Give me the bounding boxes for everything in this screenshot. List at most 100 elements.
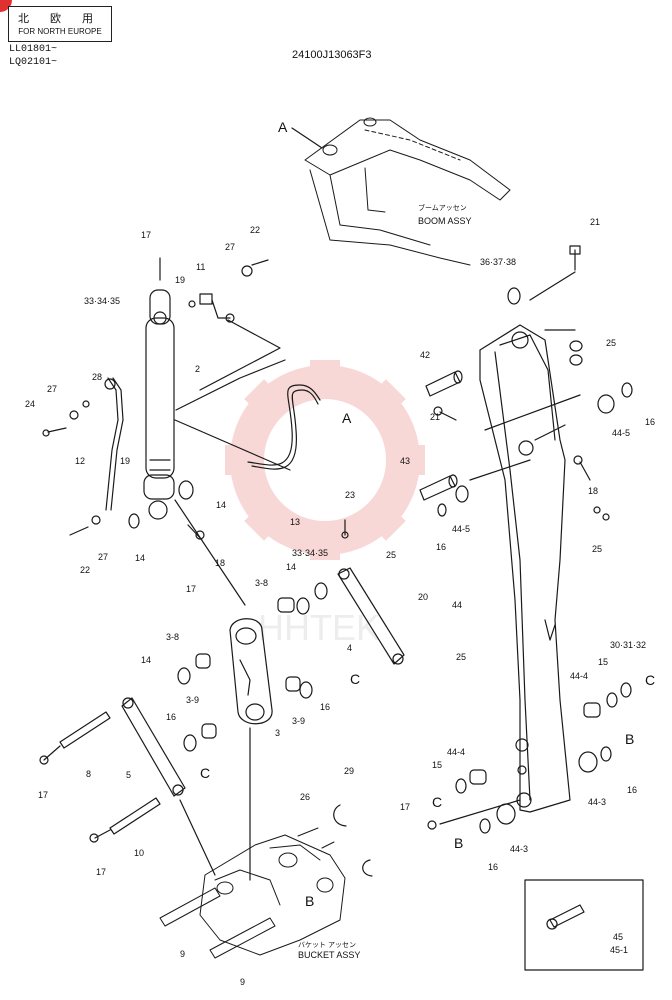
watermark-text: HHTEK (258, 607, 380, 648)
region-jp-label: 北 欧 用 (17, 13, 103, 25)
boom-en: BOOM ASSY (418, 216, 472, 226)
arm-cylinder (143, 257, 246, 606)
callout-9b: 9 (240, 977, 245, 987)
ref-b-3: B (305, 893, 314, 909)
ref-c-3: C (200, 765, 210, 781)
callout-28: 28 (92, 372, 102, 382)
callout-12: 12 (75, 456, 85, 466)
callout-5: 5 (126, 770, 131, 780)
callout-24: 24 (25, 399, 35, 409)
callout-19a: 19 (175, 275, 185, 285)
callout-21a: 21 (590, 217, 600, 227)
callout-443a: 44-3 (588, 797, 606, 807)
callout-21b: 21 (430, 412, 440, 422)
callout-42: 42 (420, 350, 430, 360)
callout-44: 44 (452, 600, 462, 610)
bucket-assembly (159, 827, 346, 959)
leader-cyl-3 (199, 319, 281, 391)
ref-c-4: C (432, 794, 442, 810)
callout-45-1: 45-1 (610, 945, 628, 955)
bolt-22-left (69, 515, 101, 536)
arm-hardware (469, 245, 633, 521)
callout-38b: 3-8 (166, 632, 179, 642)
callout-27c: 27 (98, 552, 108, 562)
callout-445b: 44-5 (452, 524, 470, 534)
callout-9a: 9 (180, 949, 185, 959)
callout-303132: 30·31·32 (610, 640, 646, 650)
callout-25a: 25 (606, 338, 616, 348)
callout-444b: 44-4 (447, 747, 465, 757)
callout-363738: 36·37·38 (480, 257, 516, 267)
callout-3: 3 (275, 728, 280, 738)
callout-43: 43 (400, 456, 410, 466)
pin-8 (39, 711, 111, 765)
boom-jp: ブームアッセン (418, 203, 467, 212)
callout-38a: 3-8 (255, 578, 268, 588)
callout-16f: 16 (488, 862, 498, 872)
callout-39a: 3-9 (186, 695, 199, 705)
callout-333435a: 33·34·35 (84, 296, 120, 306)
callout-443b: 44-3 (510, 844, 528, 854)
callout-18b: 18 (588, 486, 598, 496)
fitting-11 (188, 293, 235, 323)
pin-42 (425, 370, 463, 397)
callout-14d: 14 (141, 655, 151, 665)
ref-c-2: C (645, 672, 655, 688)
pin-45 (546, 904, 585, 930)
callout-19b: 19 (120, 456, 130, 466)
callout-17d: 17 (400, 802, 410, 812)
bucket-en: BUCKET ASSY (298, 950, 360, 960)
document-number: 24100J13063F3 (292, 49, 372, 61)
callout-17e: 17 (96, 867, 106, 877)
callout-444a: 44-4 (570, 671, 588, 681)
callout-25c: 25 (386, 550, 396, 560)
callout-23: 23 (345, 490, 355, 500)
callout-10: 10 (134, 848, 144, 858)
callout-29: 29 (344, 766, 354, 776)
callout-13: 13 (290, 517, 300, 527)
callout-14b: 14 (135, 553, 145, 563)
link-5 (121, 697, 186, 797)
leader-cyl-2 (174, 419, 291, 471)
callout-16d: 16 (320, 702, 330, 712)
callout-15b: 15 (432, 760, 442, 770)
callout-16b: 16 (436, 542, 446, 552)
ref-c-1: C (350, 671, 360, 687)
leader-link5-bucket (179, 799, 216, 876)
pipe-12 (104, 377, 124, 511)
leader-a-boom (291, 127, 323, 149)
pin-10 (89, 797, 161, 843)
callout-14a: 14 (216, 500, 226, 510)
ref-b-1: B (625, 731, 634, 747)
callout-17c: 17 (38, 790, 48, 800)
bolt-21-mid (433, 406, 457, 421)
callout-18a: 18 (215, 558, 225, 568)
ref-b-2: B (454, 835, 463, 851)
callout-27b: 27 (47, 384, 57, 394)
bushings-3 (177, 582, 328, 752)
bushing-14-group (128, 480, 205, 541)
callout-26: 26 (300, 792, 310, 802)
callout-2: 2 (195, 364, 200, 374)
boom-assembly (304, 117, 511, 266)
callout-17b: 17 (186, 584, 196, 594)
callout-333435b: 33·34·35 (292, 548, 328, 558)
ref-a-2: A (342, 410, 352, 426)
callout-16c: 16 (166, 712, 176, 722)
circlip-29 (333, 804, 373, 877)
callout-20: 20 (418, 592, 428, 602)
callout-25d: 25 (456, 652, 466, 662)
region-en-label: FOR NORTH EUROPE (18, 27, 102, 36)
arm-44 (479, 324, 571, 813)
callout-25b: 25 (592, 544, 602, 554)
callout-22b: 22 (80, 565, 90, 575)
leader-cyl-1 (175, 359, 286, 411)
callout-16a: 16 (645, 417, 655, 427)
region-box: 北 欧 用 FOR NORTH EUROPE (8, 6, 112, 42)
callout-14c: 14 (286, 562, 296, 572)
ref-a-1: A (278, 119, 288, 135)
callout-16e: 16 (627, 785, 637, 795)
bucket-jp: バケット アッセン (298, 941, 356, 949)
callout-445a: 44-5 (612, 428, 630, 438)
